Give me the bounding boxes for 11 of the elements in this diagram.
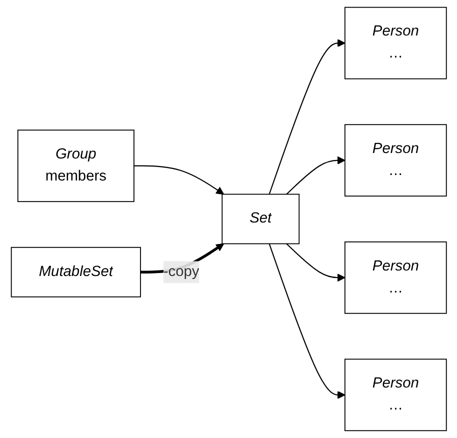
edge-label: -copy <box>163 264 199 280</box>
node-box: Person … <box>344 6 446 80</box>
node-box: Person … <box>344 124 446 197</box>
node-box: Person … <box>344 358 446 432</box>
node-box: Person … <box>344 241 446 314</box>
arrow <box>286 243 345 282</box>
node-box: Group members <box>17 130 134 202</box>
arrow <box>286 156 345 195</box>
arrow <box>268 39 345 194</box>
arrow <box>268 244 345 399</box>
arrow <box>134 165 224 195</box>
